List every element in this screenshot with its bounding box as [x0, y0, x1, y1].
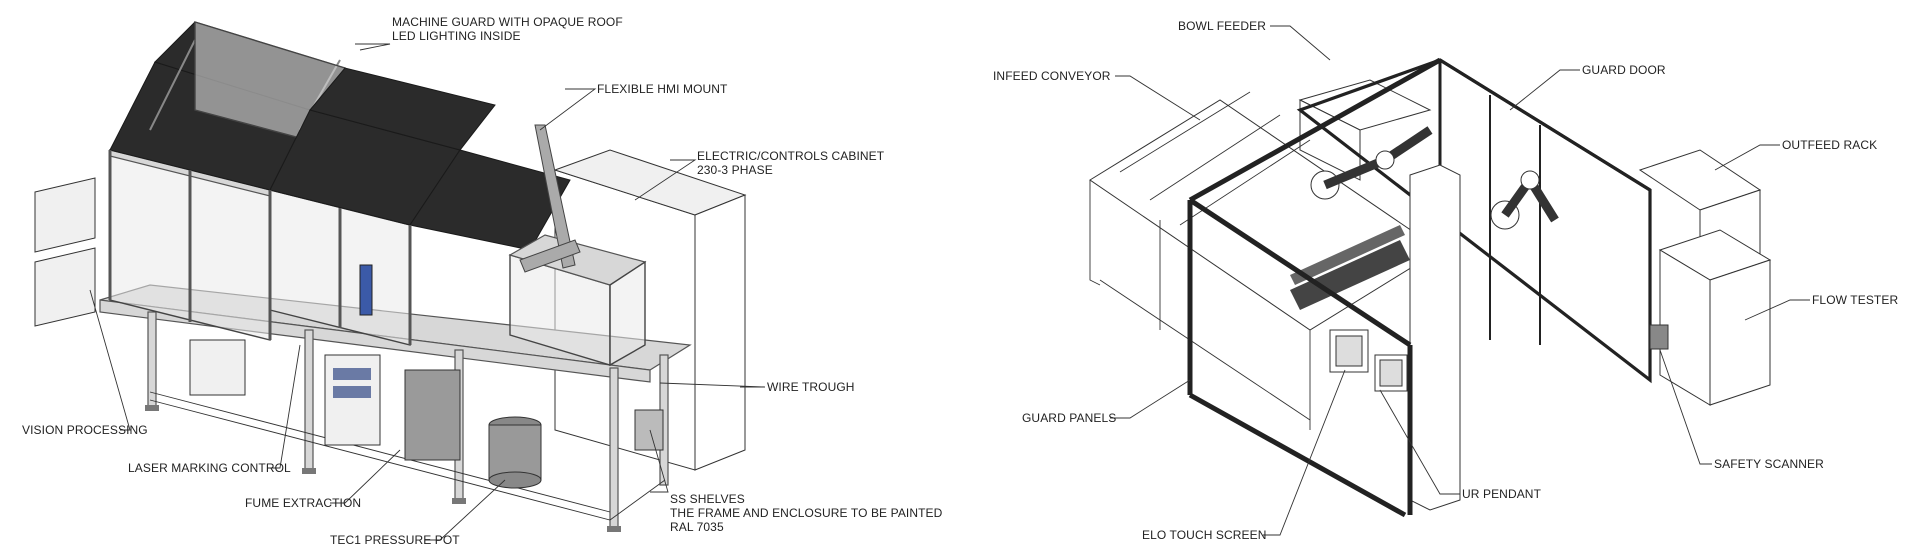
label-laser-marking: LASER MARKING CONTROL [128, 461, 291, 475]
label-safety-scanner: SAFETY SCANNER [1714, 457, 1824, 471]
part-trays [1290, 225, 1410, 310]
left-machine-drawing: MACHINE GUARD WITH OPAQUE ROOF LED LIGHT… [22, 15, 943, 547]
label-frame-paint-2: RAL 7035 [670, 520, 724, 534]
guard-frame-front [1187, 57, 1651, 518]
vision-processing-unit [189, 339, 246, 396]
flow-tester [1658, 229, 1772, 406]
label-ur-pendant: UR PENDANT [1462, 487, 1542, 501]
label-wire-trough: WIRE TROUGH [767, 380, 855, 394]
right-leaders [1110, 25, 1810, 536]
right-cell-drawing: BOWL FEEDER INFEED CONVEYOR GUARD DOOR O… [993, 19, 1898, 542]
label-guard-door: GUARD DOOR [1582, 63, 1666, 77]
label-cabinet-2: 230-3 PHASE [697, 163, 773, 177]
label-tec1-pot: TEC1 PRESSURE POT [330, 533, 460, 547]
label-guard-panels: GUARD PANELS [1022, 411, 1116, 425]
label-bowl-feeder: BOWL FEEDER [1178, 19, 1266, 33]
label-frame-paint-1: THE FRAME AND ENCLOSURE TO BE PAINTED [670, 506, 943, 520]
hmi-screens [1329, 329, 1408, 392]
flexible-hmi-mount [359, 124, 581, 316]
left-leaders [89, 43, 766, 541]
label-machine-guard-1: MACHINE GUARD WITH OPAQUE ROOF [392, 15, 623, 29]
label-elo-touch: ELO TOUCH SCREEN [1142, 528, 1267, 542]
label-ss-shelves: SS SHELVES [670, 492, 745, 506]
robot-arms [1310, 126, 1559, 230]
label-flexible-hmi: FLEXIBLE HMI MOUNT [597, 82, 728, 96]
label-flow-tester: FLOW TESTER [1812, 293, 1898, 307]
label-fume-extraction: FUME EXTRACTION [245, 496, 361, 510]
vision-side-panels [34, 177, 96, 327]
label-cabinet-1: ELECTRIC/CONTROLS CABINET [697, 149, 885, 163]
label-outfeed-rack: OUTFEED RACK [1782, 138, 1877, 152]
label-infeed-conveyor: INFEED CONVEYOR [993, 69, 1111, 83]
label-machine-guard-2: LED LIGHTING INSIDE [392, 29, 521, 43]
safety-scanner [1649, 324, 1669, 350]
central-column [1409, 164, 1461, 511]
laser-control-unit [404, 369, 461, 461]
label-vision-processing: VISION PROCESSING [22, 423, 148, 437]
